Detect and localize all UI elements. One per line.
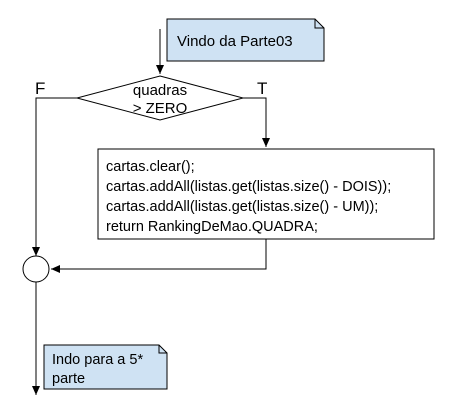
false-label: F [35, 79, 45, 98]
entry-note-text: Vindo da Parte03 [177, 33, 293, 50]
true-branch-arrow [243, 97, 270, 147]
process-line-2: cartas.addAll(listas.get(listas.size() -… [106, 179, 391, 195]
process-box: cartas.clear(); cartas.addAll(listas.get… [97, 148, 435, 240]
true-label: T [257, 79, 267, 98]
exit-note-fold [158, 345, 167, 354]
exit-note-shape [43, 344, 168, 390]
exit-note-line2: parte [52, 371, 85, 387]
process-line-4: return RankingDeMao.QUADRA; [106, 219, 318, 235]
decision-text-line2: > ZERO [133, 100, 188, 117]
entry-note: Vindo da Parte03 [166, 18, 325, 62]
merge-connector [22, 255, 50, 283]
process-rect [97, 148, 435, 240]
exit-note-line1: Indo para a 5* [52, 352, 143, 368]
process-line-1: cartas.clear(); [106, 159, 195, 175]
entry-note-shape [166, 18, 325, 62]
false-branch-arrow [32, 97, 77, 256]
decision-diamond [75, 75, 245, 121]
entry-note-fold [314, 19, 324, 29]
decision-text-line1: quadras [133, 82, 187, 99]
exit-note: Indo para a 5* parte [43, 344, 168, 390]
decision-node: quadras > ZERO [75, 75, 245, 121]
process-line-3: cartas.addAll(listas.get(listas.size() -… [106, 199, 378, 215]
process-to-merge-arrow [51, 239, 267, 273]
